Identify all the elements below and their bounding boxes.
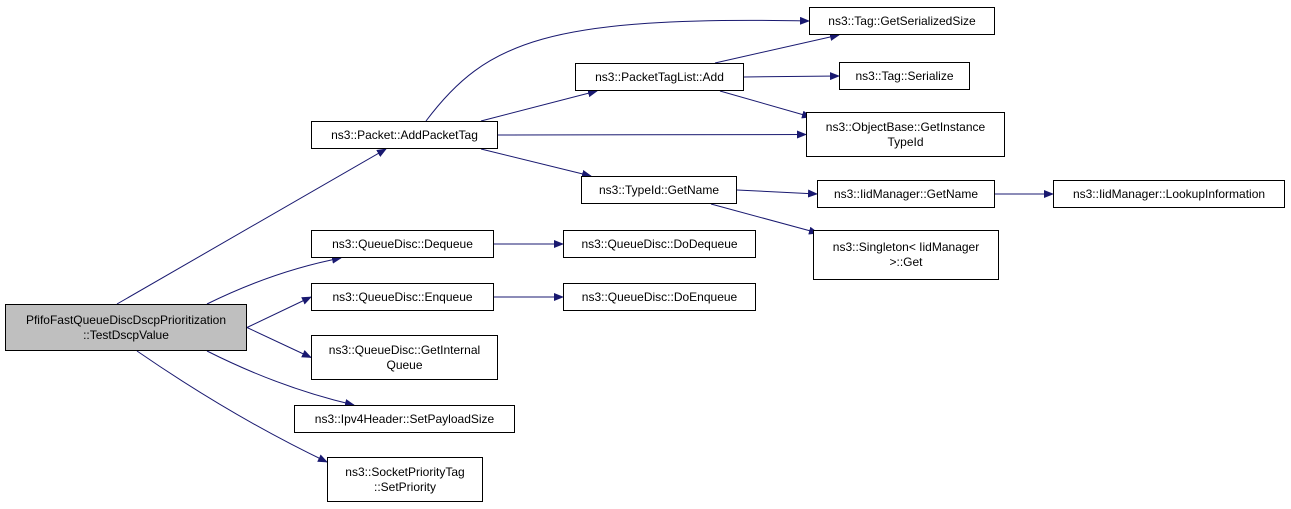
node-label-line: ns3::Packet::AddPacketTag [331, 127, 478, 142]
node-label-line: ::SetPriority [373, 479, 436, 494]
node-label-line: >::Get [889, 255, 923, 269]
node-label-line: ns3::Singleton< IidManager [832, 240, 980, 254]
node-label-line: ns3::PacketTagList::Add [595, 69, 724, 84]
node-setpayloadsize[interactable]: ns3::Ipv4Header::SetPayloadSize [294, 405, 515, 433]
node-label-line: Queue [386, 357, 423, 372]
node-label-line: ns3::IidManager::LookupInformation [1072, 186, 1266, 201]
edge-addpackettag-to-getserializedsize [425, 16, 810, 122]
node-doenqueue[interactable]: ns3::QueueDisc::DoEnqueue [563, 283, 756, 311]
edge-root-to-enqueue [246, 296, 312, 328]
node-dodequeue[interactable]: ns3::QueueDisc::DoDequeue [563, 230, 756, 258]
node-packettaglistadd[interactable]: ns3::PacketTagList::Add [575, 63, 744, 91]
node-label-line: ns3::QueueDisc::DoEnqueue [581, 289, 738, 304]
node-label-line: ns3::Tag::Serialize [855, 68, 954, 83]
node-label-line: ns3::Tag::GetSerializedSize [828, 13, 976, 28]
node-enqueue[interactable]: ns3::QueueDisc::Enqueue [311, 283, 494, 311]
node-lookupinformation[interactable]: ns3::IidManager::LookupInformation [1053, 180, 1285, 208]
node-label-line: ns3::Ipv4Header::SetPayloadSize [314, 411, 495, 426]
node-label-line: ns3::SocketPriorityTag [345, 464, 465, 479]
edge-addpackettag-to-getinstancetypeid [497, 130, 807, 139]
node-setpriority[interactable]: ns3::SocketPriorityTag::SetPriority [327, 457, 483, 502]
node-iidgetname[interactable]: ns3::IidManager::GetName [817, 180, 995, 208]
node-label-line: ns3::IidManager::GetName [833, 186, 979, 201]
edge-root-to-getinternalqueue [246, 327, 312, 358]
edge-root-to-setpayloadsize [206, 350, 355, 407]
node-getserializedsize[interactable]: ns3::Tag::GetSerializedSize [809, 7, 995, 35]
edge-packettaglistadd-to-getserializedsize [714, 33, 840, 64]
node-label-line: ns3::QueueDisc::DoDequeue [581, 236, 738, 251]
node-singletonget[interactable]: ns3::Singleton< IidManager>::Get [813, 230, 999, 280]
node-label-line: ns3::QueueDisc::Dequeue [332, 236, 473, 251]
node-label-line: ns3::QueueDisc::Enqueue [332, 289, 473, 304]
edge-typeidgetname-to-singletonget [710, 203, 819, 235]
edge-root-to-setpriority [136, 350, 328, 463]
edge-typeidgetname-to-iidgetname [736, 189, 818, 198]
node-label-line: TypeId [887, 134, 924, 149]
node-label-line: ns3::ObjectBase::GetInstance [825, 119, 986, 134]
edge-packettaglistadd-to-getinstancetypeid [719, 90, 812, 119]
edge-root-to-addpackettag [116, 148, 387, 305]
node-typeidgetname[interactable]: ns3::TypeId::GetName [581, 176, 737, 204]
edge-addpackettag-to-packettaglistadd [480, 89, 598, 122]
edge-packettaglistadd-to-serialize [743, 72, 840, 81]
node-root: PfifoFastQueueDiscDscpPrioritization::Te… [5, 304, 247, 351]
node-addpackettag[interactable]: ns3::Packet::AddPacketTag [311, 121, 498, 149]
node-label-line: ::TestDscpValue [83, 327, 169, 342]
node-label-line: ns3::TypeId::GetName [598, 182, 720, 197]
edge-addpackettag-to-typeidgetname [480, 148, 592, 178]
node-label-line: ns3::QueueDisc::GetInternal [328, 342, 481, 357]
edge-root-to-dequeue [206, 255, 342, 305]
node-serialize[interactable]: ns3::Tag::Serialize [839, 62, 970, 90]
node-dequeue[interactable]: ns3::QueueDisc::Dequeue [311, 230, 494, 258]
node-label-line: PfifoFastQueueDiscDscpPrioritization [25, 312, 227, 327]
